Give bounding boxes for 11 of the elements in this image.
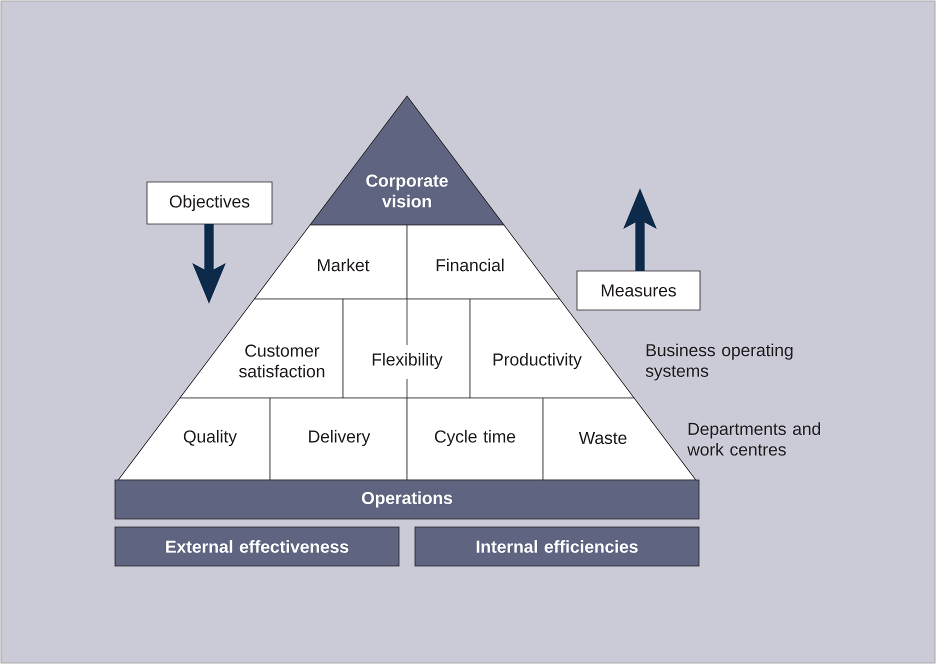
label-box: Measures <box>576 270 700 310</box>
label-box: Objectives <box>146 182 272 224</box>
base-bar: Operations <box>114 480 700 520</box>
pyramid-cell: Financial <box>406 224 560 300</box>
base-bar: Internal efficiencies <box>414 526 700 566</box>
side-label: Business operating systems <box>646 344 793 380</box>
base-bar: External effectiveness <box>114 526 400 566</box>
pyramid-cell: Flexibility <box>342 298 470 398</box>
pyramid-cell: Cycle time <box>406 398 544 480</box>
pyramid-cell: Delivery <box>270 398 408 480</box>
pyramid-cell: Market <box>254 224 408 300</box>
